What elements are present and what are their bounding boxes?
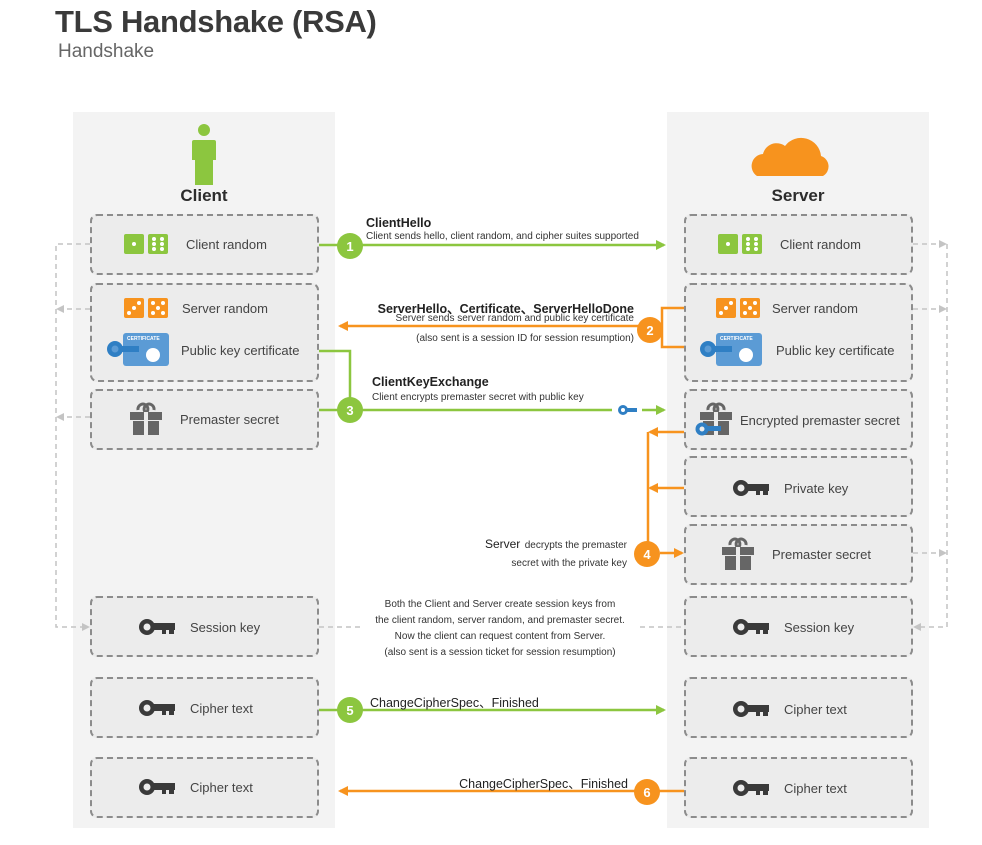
- step-5-title: ChangeCipherSpec、Finished: [370, 696, 539, 710]
- step-3-title: ClientKeyExchange: [372, 375, 489, 389]
- session-note-line: (also sent is a session ticket for sessi…: [384, 647, 616, 658]
- server-item-encrypted-premaster: Encrypted premaster secret: [694, 402, 900, 438]
- step-4-title: Server: [484, 537, 521, 551]
- server-item-cipher-text-2: Cipher text: [732, 778, 847, 798]
- session-note-line: Now the client can request content from …: [394, 631, 606, 642]
- server-item-session-key: Session key: [732, 617, 854, 637]
- server-item-cipher-text-1: Cipher text: [732, 699, 847, 719]
- public-key-icon: [618, 405, 637, 415]
- client-premaster-box: [90, 389, 319, 450]
- session-key-note: Both the Client and Server create sessio…: [345, 597, 655, 661]
- step-2-description: Server sends server random and public ke…: [395, 313, 634, 324]
- step-3-description: Client encrypts premaster secret with pu…: [372, 392, 584, 403]
- client-cipher-text-box-2: [90, 757, 319, 818]
- svg-text:CERTIFICATE: CERTIFICATE: [127, 336, 160, 342]
- key-icon: [139, 779, 175, 795]
- step-1-description: Client sends hello, client random, and c…: [366, 231, 639, 242]
- client-session-key-box: [90, 596, 319, 657]
- step-2-title: ServerHello、Certificate、ServerHelloDone: [377, 302, 634, 316]
- server-session-key-box: [684, 596, 913, 657]
- step-4-text: Server decrypts the premaster secret wit…: [485, 535, 627, 573]
- step-5-badge: 5: [337, 697, 363, 723]
- server-item-client-random: Client random: [718, 234, 861, 254]
- dice-orange-icon: [124, 298, 144, 318]
- client-item-certificate: CERTIFICATE Public key certificate: [105, 331, 300, 369]
- step-2-note: (also sent is a session ID for session r…: [416, 333, 634, 344]
- dice-green-icon: [718, 234, 738, 254]
- client-item-server-random: Server random: [124, 298, 268, 318]
- key-icon: [139, 700, 175, 716]
- key-icon: [733, 701, 769, 717]
- diagram-title: TLS Handshake (RSA): [55, 4, 377, 39]
- server-item-premaster: Premaster secret: [720, 537, 871, 571]
- server-private-key-box: [684, 456, 913, 517]
- session-note-line: the client random, server random, and pr…: [375, 615, 625, 626]
- dice-green-icon: [124, 234, 144, 254]
- dice-green-icon: [742, 234, 762, 254]
- server-cipher-text-box-1: [684, 677, 913, 738]
- step-4-badge: 4: [634, 541, 660, 567]
- server-item-private-key: Private key: [732, 478, 848, 498]
- encrypted-gift-icon: [695, 402, 732, 436]
- step-3-badge: 3: [337, 397, 363, 423]
- step-1-badge: 1: [337, 233, 363, 259]
- server-item-certificate: CERTIFICATE Public key certificate: [698, 331, 895, 369]
- key-icon: [733, 480, 769, 496]
- step-2-badge: 2: [637, 317, 663, 343]
- client-item-premaster: Premaster secret: [128, 402, 279, 436]
- client-item-cipher-text-2: Cipher text: [138, 777, 253, 797]
- key-icon: [733, 780, 769, 796]
- key-icon: [733, 619, 769, 635]
- step-6-title: ChangeCipherSpec、Finished: [459, 777, 628, 791]
- client-item-client-random: Client random: [124, 234, 267, 254]
- server-item-server-random: Server random: [716, 298, 858, 318]
- dice-green-icon: [148, 234, 168, 254]
- dice-orange-icon: [716, 298, 736, 318]
- session-note-line: Both the Client and Server create sessio…: [384, 599, 616, 610]
- gift-icon: [722, 537, 754, 570]
- certificate-icon: CERTIFICATE: [700, 333, 762, 366]
- gift-icon: [130, 402, 162, 435]
- diagram-subtitle: Handshake: [58, 41, 155, 62]
- step-4-description-line2: secret with the private key: [511, 558, 627, 569]
- key-icon: [139, 619, 175, 635]
- dice-orange-icon: [740, 298, 760, 318]
- dice-orange-icon: [148, 298, 168, 318]
- client-cipher-text-box-1: [90, 677, 319, 738]
- certificate-icon: CERTIFICATE: [107, 333, 169, 366]
- step-1-title: ClientHello: [366, 216, 432, 230]
- server-label: Server: [771, 186, 825, 205]
- server-cipher-text-box-2: [684, 757, 913, 818]
- client-label: Client: [180, 186, 228, 205]
- step-4-description-line1: decrypts the premaster: [524, 540, 627, 551]
- svg-text:CERTIFICATE: CERTIFICATE: [720, 336, 753, 342]
- client-item-cipher-text-1: Cipher text: [138, 698, 253, 718]
- client-item-session-key: Session key: [138, 617, 260, 637]
- step-6-badge: 6: [634, 779, 660, 805]
